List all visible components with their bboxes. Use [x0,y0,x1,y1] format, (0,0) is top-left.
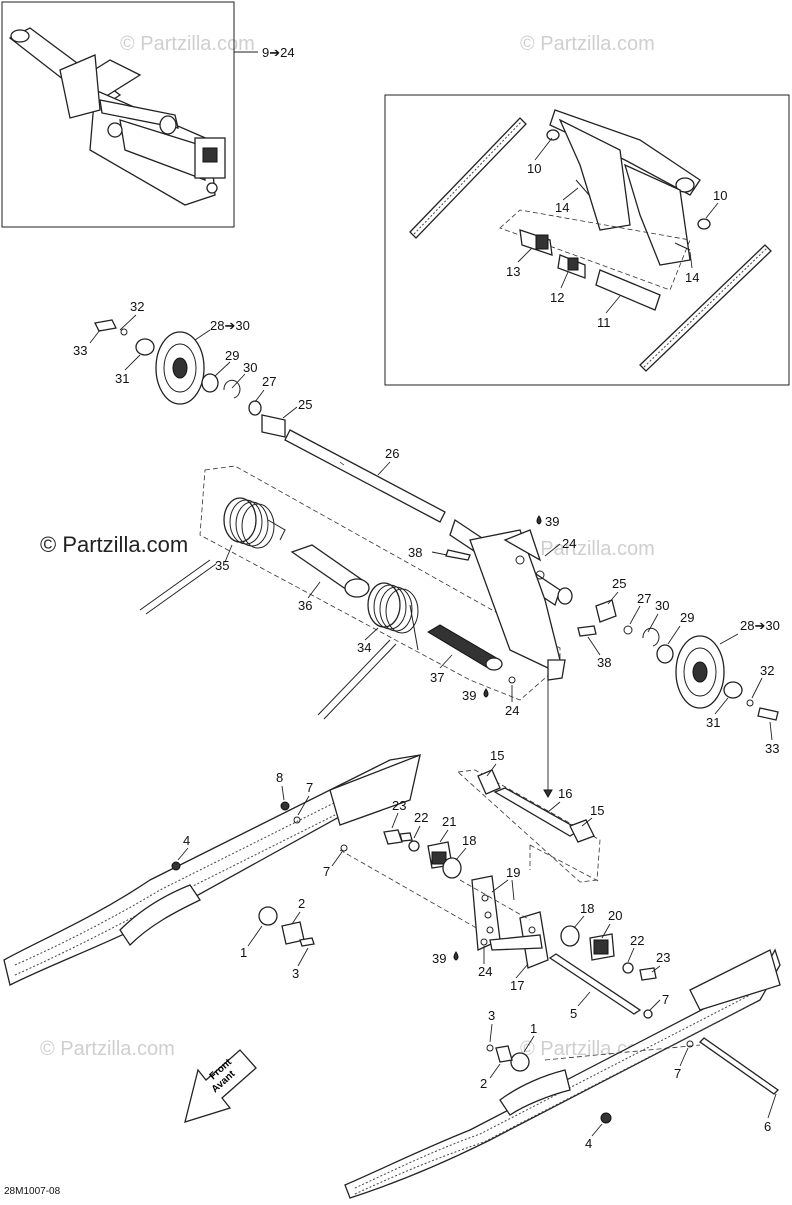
callout-20: 20 [608,908,622,923]
inset-frame [384,94,790,386]
right-idler-group: 25 27 30 29 28➔30 38 32 31 33 [577,576,780,756]
callout-10: 10 [527,161,541,176]
callout-10: 10 [713,188,727,203]
cross-shaft-group: 15 16 15 [457,748,604,883]
right-rail [344,948,781,1199]
left-idler-group: 32 33 31 28➔30 29 30 27 25 [73,299,312,438]
callout-17: 17 [510,978,524,993]
callout-12: 12 [550,290,564,305]
spring-right: 34 [317,582,419,720]
callout-23: 23 [392,798,406,813]
callout-28-30: 28➔30 [210,318,250,333]
rear-arm-group: 26 39 24 38 [199,429,576,799]
left-rail [3,753,481,986]
callout-group: 10 10 14 14 13 12 11 [506,137,727,330]
callout-33: 33 [73,343,87,358]
callout-38: 38 [408,545,422,560]
callout-16: 16 [558,786,572,801]
callout-4: 4 [585,1136,592,1151]
callout-32: 32 [130,299,144,314]
callout-7: 7 [662,992,669,1007]
center-link-group: 23 22 21 18 19 18 20 22 23 39 24 17 7 5 [383,798,670,1021]
callout-5: 5 [570,1006,577,1021]
callout-31: 31 [706,715,720,730]
callout-39: 39 [545,514,559,529]
callout-18: 18 [462,833,476,848]
callout-15: 15 [590,803,604,818]
callout-35: 35 [215,558,229,573]
watermark: © Partzilla.com [120,33,255,55]
callout-group: 39 24 [462,676,519,718]
callout-30: 30 [243,360,257,375]
callout-31: 31 [115,371,129,386]
callout-7: 7 [306,780,313,795]
callout-24: 24 [562,536,576,551]
watermark: © Partzilla.com [40,1038,175,1060]
callout-29: 29 [680,610,694,625]
spring-left: 35 [139,497,286,615]
callout-13: 13 [506,264,520,279]
spacer-36: 36 [290,544,370,613]
callout-inset-ref: 9➔24 [262,45,295,60]
callout-1: 1 [240,945,247,960]
callout-27: 27 [637,591,651,606]
callout-4: 4 [183,833,190,848]
callout-25: 25 [298,397,312,412]
inset-top-right: 10 10 14 14 13 12 11 [384,94,790,386]
callout-2: 2 [480,1076,487,1091]
callout-37: 37 [430,670,444,685]
watermark: © Partzilla.com [520,538,655,560]
callout-24: 24 [505,703,519,718]
callout-23: 23 [656,950,670,965]
callout-8: 8 [276,770,283,785]
callout-39: 39 [462,688,476,703]
callout-3: 3 [488,1008,495,1023]
callout-15: 15 [490,748,504,763]
callout-11: 11 [597,315,611,330]
spacer-37: 37 [427,624,503,685]
callout-7: 7 [323,864,330,879]
callout-1: 1 [530,1021,537,1036]
callout-7: 7 [674,1066,681,1081]
callout-26: 26 [385,446,399,461]
callout-18: 18 [580,901,594,916]
diagram-code: 28M1007-08 [4,1186,61,1197]
callout-30: 30 [655,598,669,613]
callout-22: 22 [414,810,428,825]
watermark: © Partzilla.com [520,33,655,55]
callout-19: 19 [506,865,520,880]
callout-32: 32 [760,663,774,678]
inset-frame [1,1,235,228]
callout-3: 3 [292,966,299,981]
callout-34: 34 [357,640,371,655]
inset-link-illustration [409,109,772,372]
front-arrow-icon: Front Avant [184,1049,257,1123]
callout-33: 33 [765,741,779,756]
callout-38: 38 [597,655,611,670]
callout-22: 22 [630,933,644,948]
callout-28-30: 28➔30 [740,618,780,633]
callout-27: 27 [262,374,276,389]
callout-14: 14 [555,200,569,215]
callout-14: 14 [685,270,699,285]
callout-29: 29 [225,348,239,363]
callout-group: 8 7 4 7 2 1 3 [177,770,343,981]
callout-21: 21 [442,814,456,829]
callout-39: 39 [432,951,446,966]
inset-top-left: 9➔24 [1,1,295,228]
callout-2: 2 [298,896,305,911]
callout-25: 25 [612,576,626,591]
callout-24: 24 [478,964,492,979]
watermark-main: © Partzilla.com [40,532,188,557]
callout-36: 36 [298,598,312,613]
inset-assembly-illustration [8,27,226,206]
callout-6: 6 [764,1119,771,1134]
callout-group: 3 1 2 7 4 6 [480,1008,777,1151]
